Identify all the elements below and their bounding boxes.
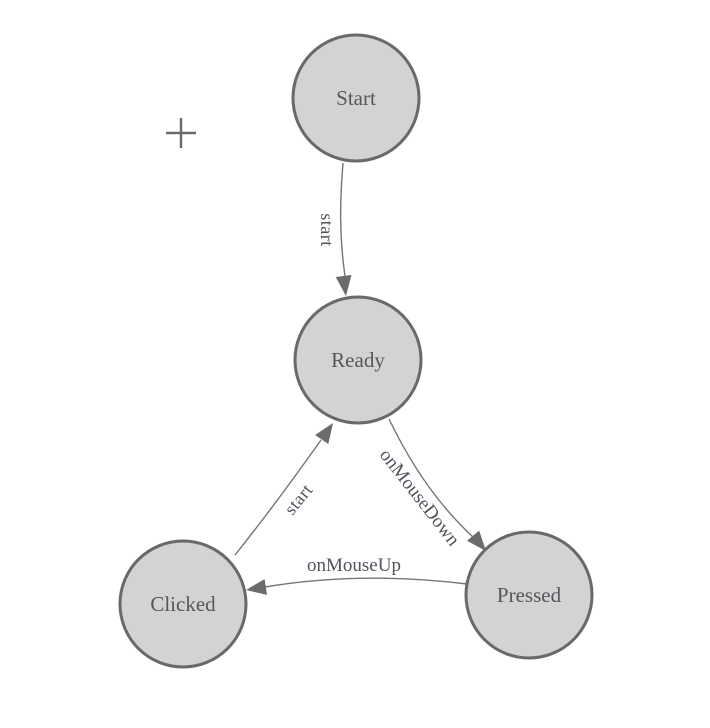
state-node-start-circle[interactable]	[291, 33, 421, 163]
arrowhead	[467, 530, 486, 551]
plus-icon-shape	[166, 118, 196, 148]
edge-label-start-2: start	[280, 480, 317, 519]
edge-label-start-1: start	[317, 213, 337, 247]
edge-start-to-ready-path[interactable]	[339, 162, 346, 277]
edge-pressed-to-clicked[interactable]: onMouseUp	[246, 555, 468, 595]
arrowhead	[335, 275, 352, 296]
state-node-clicked-circle[interactable]	[118, 539, 248, 669]
state-node-pressed-label: Pressed	[497, 583, 562, 607]
plus-icon	[166, 118, 196, 148]
edge-start-to-ready[interactable]: start	[317, 162, 352, 296]
state-node-ready[interactable]: Ready	[293, 295, 423, 425]
state-node-start[interactable]: Start	[291, 33, 421, 163]
edge-ready-to-pressed[interactable]: onMouseDown	[375, 418, 486, 551]
arrowhead	[315, 423, 333, 444]
edge-ready-to-pressed-path[interactable]	[388, 418, 475, 539]
edge-label-onmousedown: onMouseDown	[375, 445, 464, 551]
state-node-pressed[interactable]: Pressed	[464, 530, 594, 660]
edge-label-onmouseup: onMouseUp	[307, 555, 401, 576]
edge-pressed-to-clicked-path[interactable]	[264, 577, 468, 588]
state-node-clicked-label: Clicked	[150, 592, 216, 616]
state-node-ready-circle[interactable]	[293, 295, 423, 425]
arrowhead	[246, 579, 267, 595]
state-node-ready-label: Ready	[331, 348, 385, 372]
edge-clicked-to-ready[interactable]: start	[234, 423, 333, 556]
state-node-pressed-circle[interactable]	[464, 530, 594, 660]
state-node-clicked[interactable]: Clicked	[118, 539, 248, 669]
state-node-start-label: Start	[336, 86, 376, 110]
edge-clicked-to-ready-path[interactable]	[234, 439, 322, 556]
